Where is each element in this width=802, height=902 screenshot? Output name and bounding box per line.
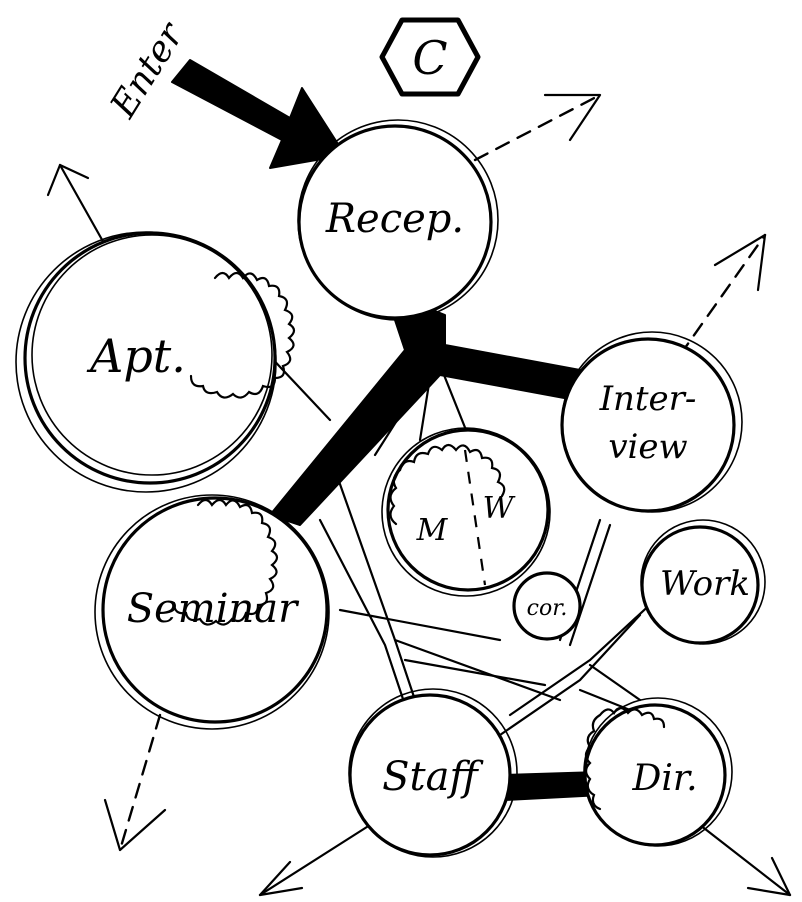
room-work: Work bbox=[640, 519, 766, 645]
room-dir-label: Dir. bbox=[631, 758, 697, 799]
enter-arrow bbox=[171, 59, 346, 169]
badge-label: C bbox=[412, 31, 447, 85]
room-work-label: Work bbox=[660, 564, 750, 604]
room-recep-label: Recep. bbox=[325, 196, 464, 242]
solid-arrows bbox=[258, 823, 792, 897]
room-staff: Staff bbox=[348, 688, 518, 858]
room-recep: Recep. bbox=[297, 119, 499, 321]
room-apt-label: Apt. bbox=[86, 329, 186, 383]
room-mw-label-m: M bbox=[416, 513, 449, 548]
room-interview: Inter- view bbox=[560, 331, 743, 513]
room-interview-label-line2: view bbox=[608, 427, 687, 467]
room-staff-label: Staff bbox=[382, 754, 484, 800]
room-seminar-label: Seminar bbox=[127, 586, 300, 632]
room-dir: Dir. bbox=[583, 697, 733, 847]
room-mw-label-w: W bbox=[483, 491, 516, 526]
room-mw: M W bbox=[381, 427, 551, 597]
enter-label: Enter bbox=[102, 15, 193, 126]
room-cor-label: cor. bbox=[527, 596, 568, 621]
section-badge: C bbox=[379, 17, 481, 97]
room-seminar: Seminar bbox=[94, 494, 330, 730]
dashed-arrows bbox=[103, 93, 767, 852]
room-interview-label-line1: Inter- bbox=[599, 379, 697, 419]
room-cor: cor. bbox=[512, 571, 582, 641]
room-apt: Apt. bbox=[15, 231, 296, 493]
